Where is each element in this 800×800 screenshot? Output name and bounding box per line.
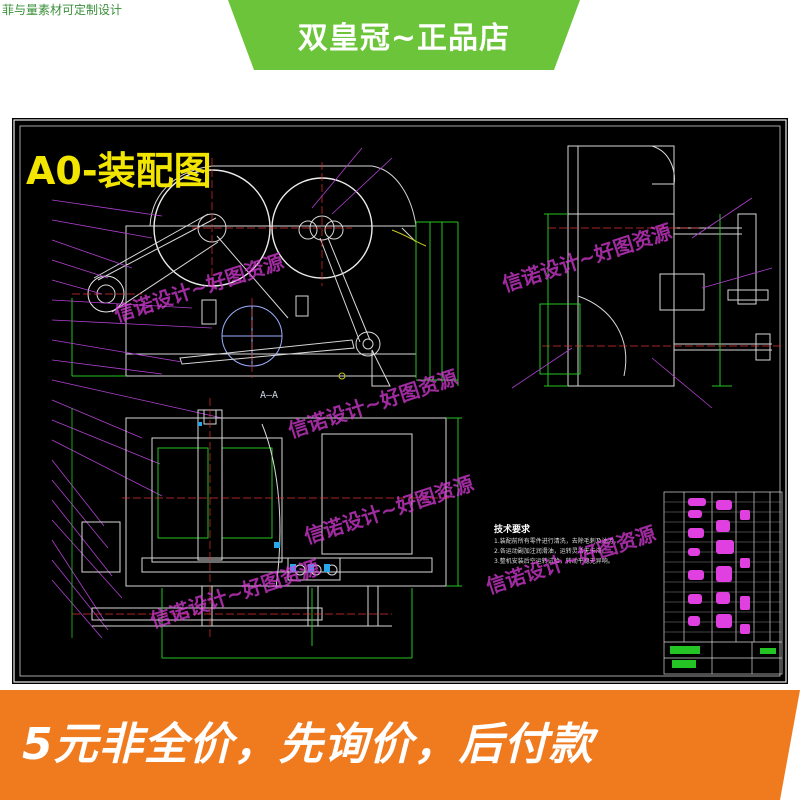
tech-requirement-line: 3.整机安装后空运转试验，转动平稳无异响。 [494, 558, 614, 565]
bottom-banner: 5元非全价，先询价，后付款 [0, 690, 800, 800]
top-note: 菲与量素材可定制设计 [2, 3, 123, 17]
drawing-title: A0-装配图 [26, 149, 212, 193]
section-label: A—A [260, 390, 279, 401]
bottom-banner-text: 5元非全价，先询价，后付款 [22, 719, 594, 770]
bottom-banner-shape [0, 690, 800, 800]
tech-requirement-line: 2.各运动副加注润滑油，运转灵活无卡滞。 [494, 548, 608, 555]
top-banner-shape [228, 0, 580, 70]
top-banner: 双皇冠~正品店 [228, 0, 580, 70]
tech-requirements-title: 技术要求 [494, 525, 531, 535]
cad-drawing: A0-装配图 A—A 技术要求 1.装配前所有零件进行清洗，去除毛刺及油污。 2… [12, 118, 788, 684]
top-banner-text: 双皇冠~正品店 [297, 21, 511, 56]
cad-linework [13, 119, 787, 683]
tech-requirement-line: 1.装配前所有零件进行清洗，去除毛刺及油污。 [494, 538, 620, 545]
